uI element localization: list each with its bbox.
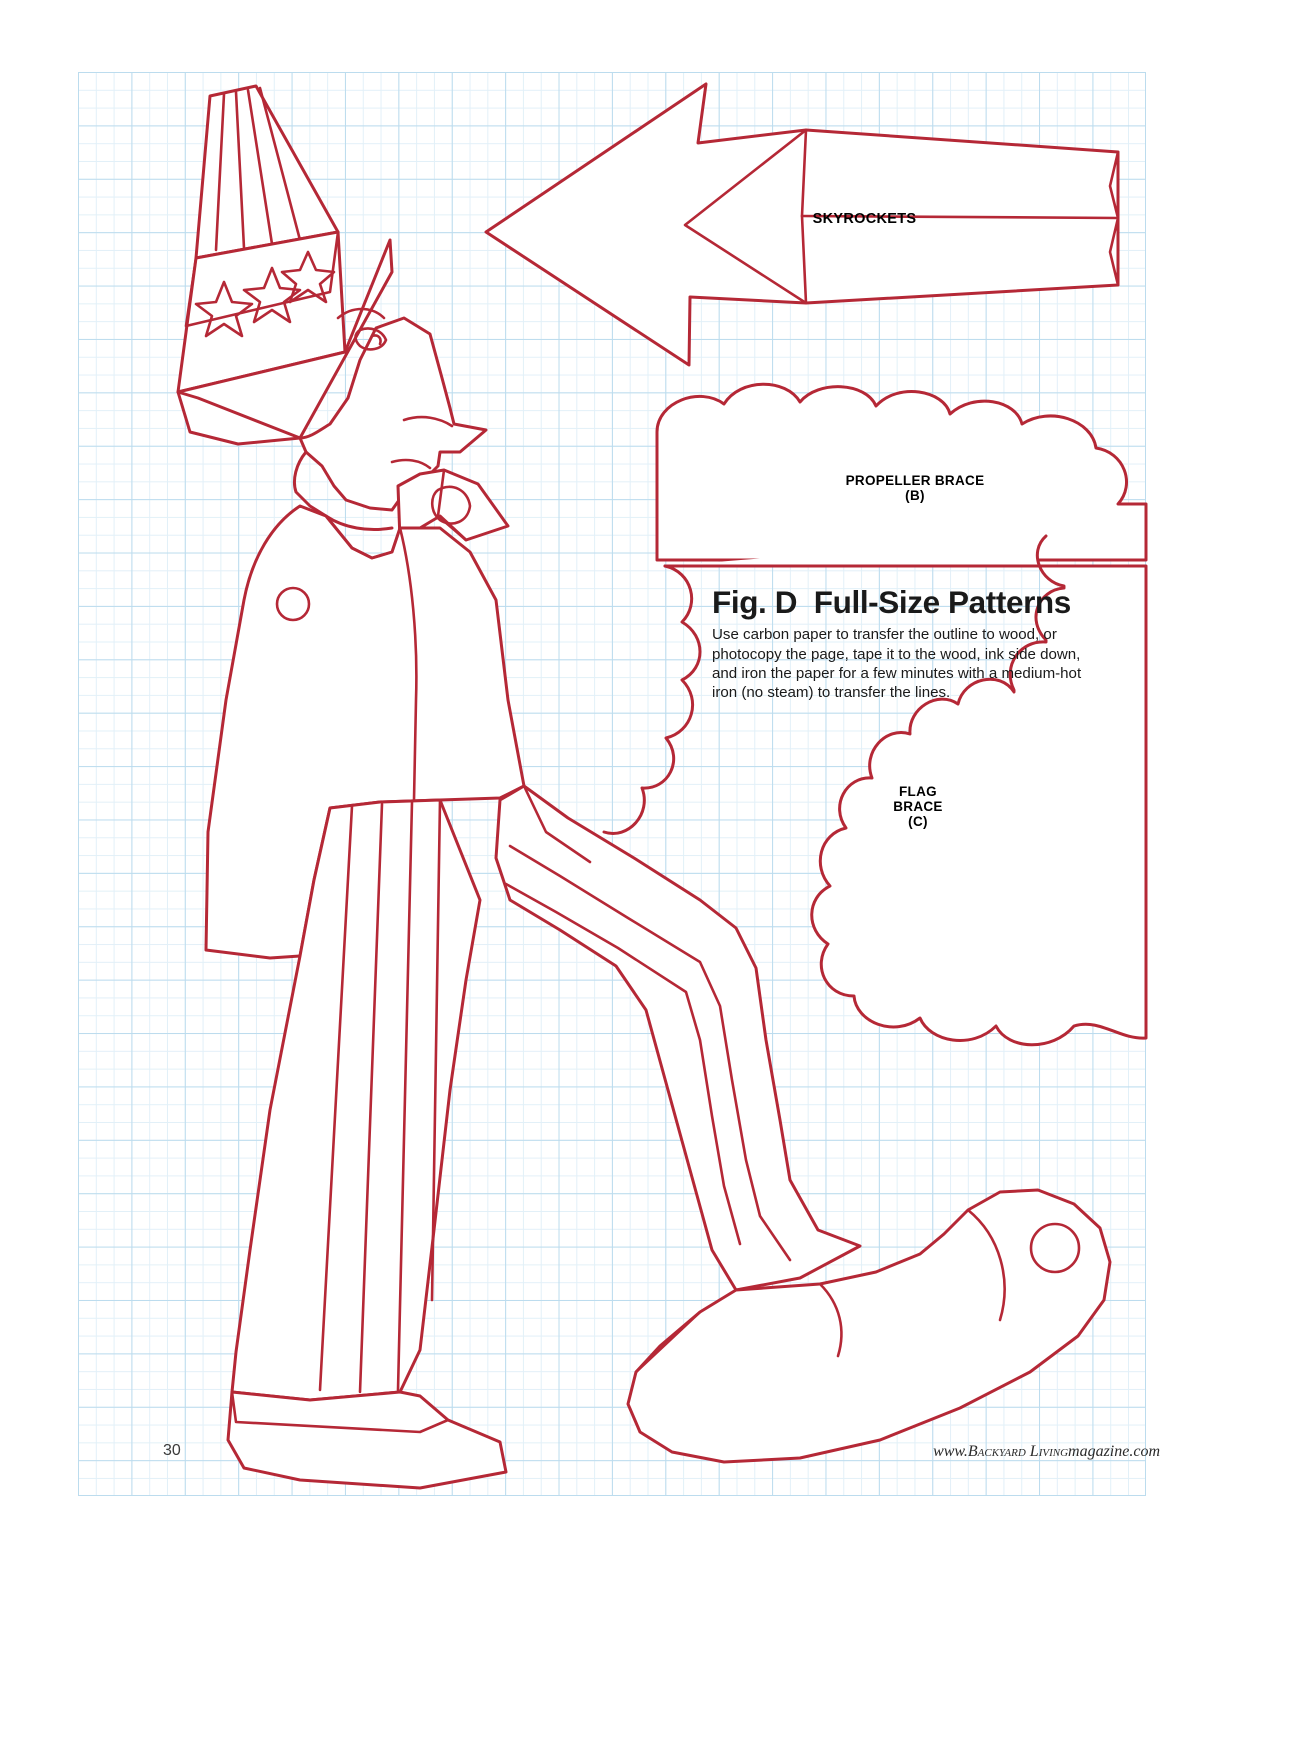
footer-url-brand: Backyard Living bbox=[967, 1443, 1069, 1460]
figure-title: Fig. D Full-Size Patterns bbox=[712, 584, 1071, 620]
page-number: 30 bbox=[163, 1442, 181, 1459]
label-skyrockets: SKYROCKETS bbox=[812, 211, 917, 227]
footer-url-suffix: magazine.com bbox=[1068, 1443, 1160, 1460]
footer-url: www.Backyard Livingmagazine.com bbox=[933, 1443, 1160, 1461]
figure-instructions: Use carbon paper to transfer the outline… bbox=[712, 626, 1082, 702]
label-flag-brace: FLAG BRACE (C) bbox=[893, 784, 943, 830]
label-propeller-brace: PROPELLER BRACE (B) bbox=[845, 473, 985, 504]
footer-url-prefix: www. bbox=[933, 1443, 968, 1460]
caption-block: Fig. D Full-Size Patterns Use carbon pap… bbox=[712, 584, 1106, 703]
